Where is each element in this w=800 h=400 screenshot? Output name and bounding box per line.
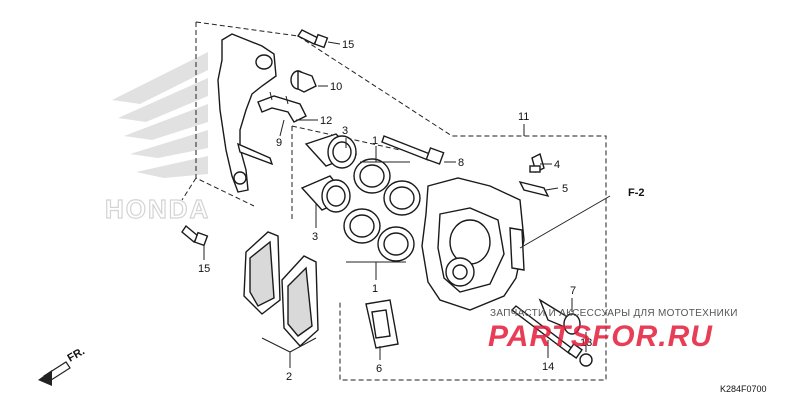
bleeder-screw bbox=[529, 152, 545, 174]
callout-8: 8 bbox=[458, 157, 464, 169]
callout-3-upper: 3 bbox=[342, 125, 348, 137]
piston-lower bbox=[300, 175, 351, 213]
callout-10: 10 bbox=[330, 81, 342, 93]
seal-set-lower bbox=[343, 208, 415, 262]
pad-pin bbox=[510, 305, 583, 359]
callout-1-upper: 1 bbox=[372, 135, 378, 147]
callout-14: 14 bbox=[542, 361, 554, 373]
pad-retainer bbox=[365, 299, 399, 349]
callout-12: 12 bbox=[320, 115, 332, 127]
seal-group-outline bbox=[291, 125, 401, 220]
callout-5: 5 bbox=[562, 183, 568, 195]
callout-13: 13 bbox=[580, 337, 592, 349]
pad-pin-plug bbox=[579, 353, 593, 367]
front-direction-indicator: FR. bbox=[38, 345, 87, 386]
honda-wordmark: HONDA bbox=[105, 194, 210, 224]
callout-2: 2 bbox=[286, 371, 292, 383]
bracket-group-outline bbox=[181, 21, 299, 207]
brake-pad-set bbox=[243, 231, 319, 347]
shop-tagline: ЗАПЧАСТИ И АКСЕССУАРЫ ДЛЯ МОТОТЕХНИКИ bbox=[490, 308, 738, 319]
bolt-upper bbox=[296, 29, 329, 49]
honda-watermark: HONDA bbox=[104, 52, 210, 225]
caliper-assembly-outline bbox=[297, 35, 607, 381]
shop-watermark: ЗАПЧАСТИ И АКСЕССУАРЫ ДЛЯ МОТОТЕХНИКИ PA… bbox=[488, 308, 738, 353]
pad-spring bbox=[257, 91, 307, 123]
callout-1-lower: 1 bbox=[372, 283, 378, 295]
bleeder-cap bbox=[518, 180, 550, 198]
leader-lines bbox=[203, 41, 611, 368]
ref-label-f2: F-2 bbox=[628, 187, 645, 199]
bolt-lower bbox=[181, 224, 209, 247]
piston-upper bbox=[304, 133, 358, 169]
seal-set-upper bbox=[353, 158, 421, 216]
callout-11: 11 bbox=[518, 111, 529, 123]
callout-labels: 15 10 12 9 3 1 8 11 4 5 F-2 3 1 15 7 13 … bbox=[198, 39, 645, 383]
pin-boot bbox=[290, 70, 317, 93]
caliper-body bbox=[421, 177, 525, 311]
mounting-bolt bbox=[538, 298, 581, 335]
callout-15-upper: 15 bbox=[342, 39, 354, 51]
callout-4: 4 bbox=[554, 159, 560, 171]
honda-wing-logo bbox=[112, 52, 208, 178]
front-label: FR. bbox=[66, 345, 87, 364]
shop-name: PARTSFOR.RU bbox=[488, 320, 713, 353]
callout-7: 9 bbox=[276, 137, 282, 149]
callout-3-lower: 3 bbox=[312, 231, 318, 243]
callout-15-lower: 15 bbox=[198, 263, 210, 275]
diagram-part-code: K284F0700 bbox=[720, 384, 767, 394]
callout-9: 7 bbox=[570, 285, 576, 297]
slide-pin bbox=[381, 135, 445, 165]
callout-6: 6 bbox=[376, 363, 382, 375]
caliper-bracket bbox=[217, 33, 277, 193]
